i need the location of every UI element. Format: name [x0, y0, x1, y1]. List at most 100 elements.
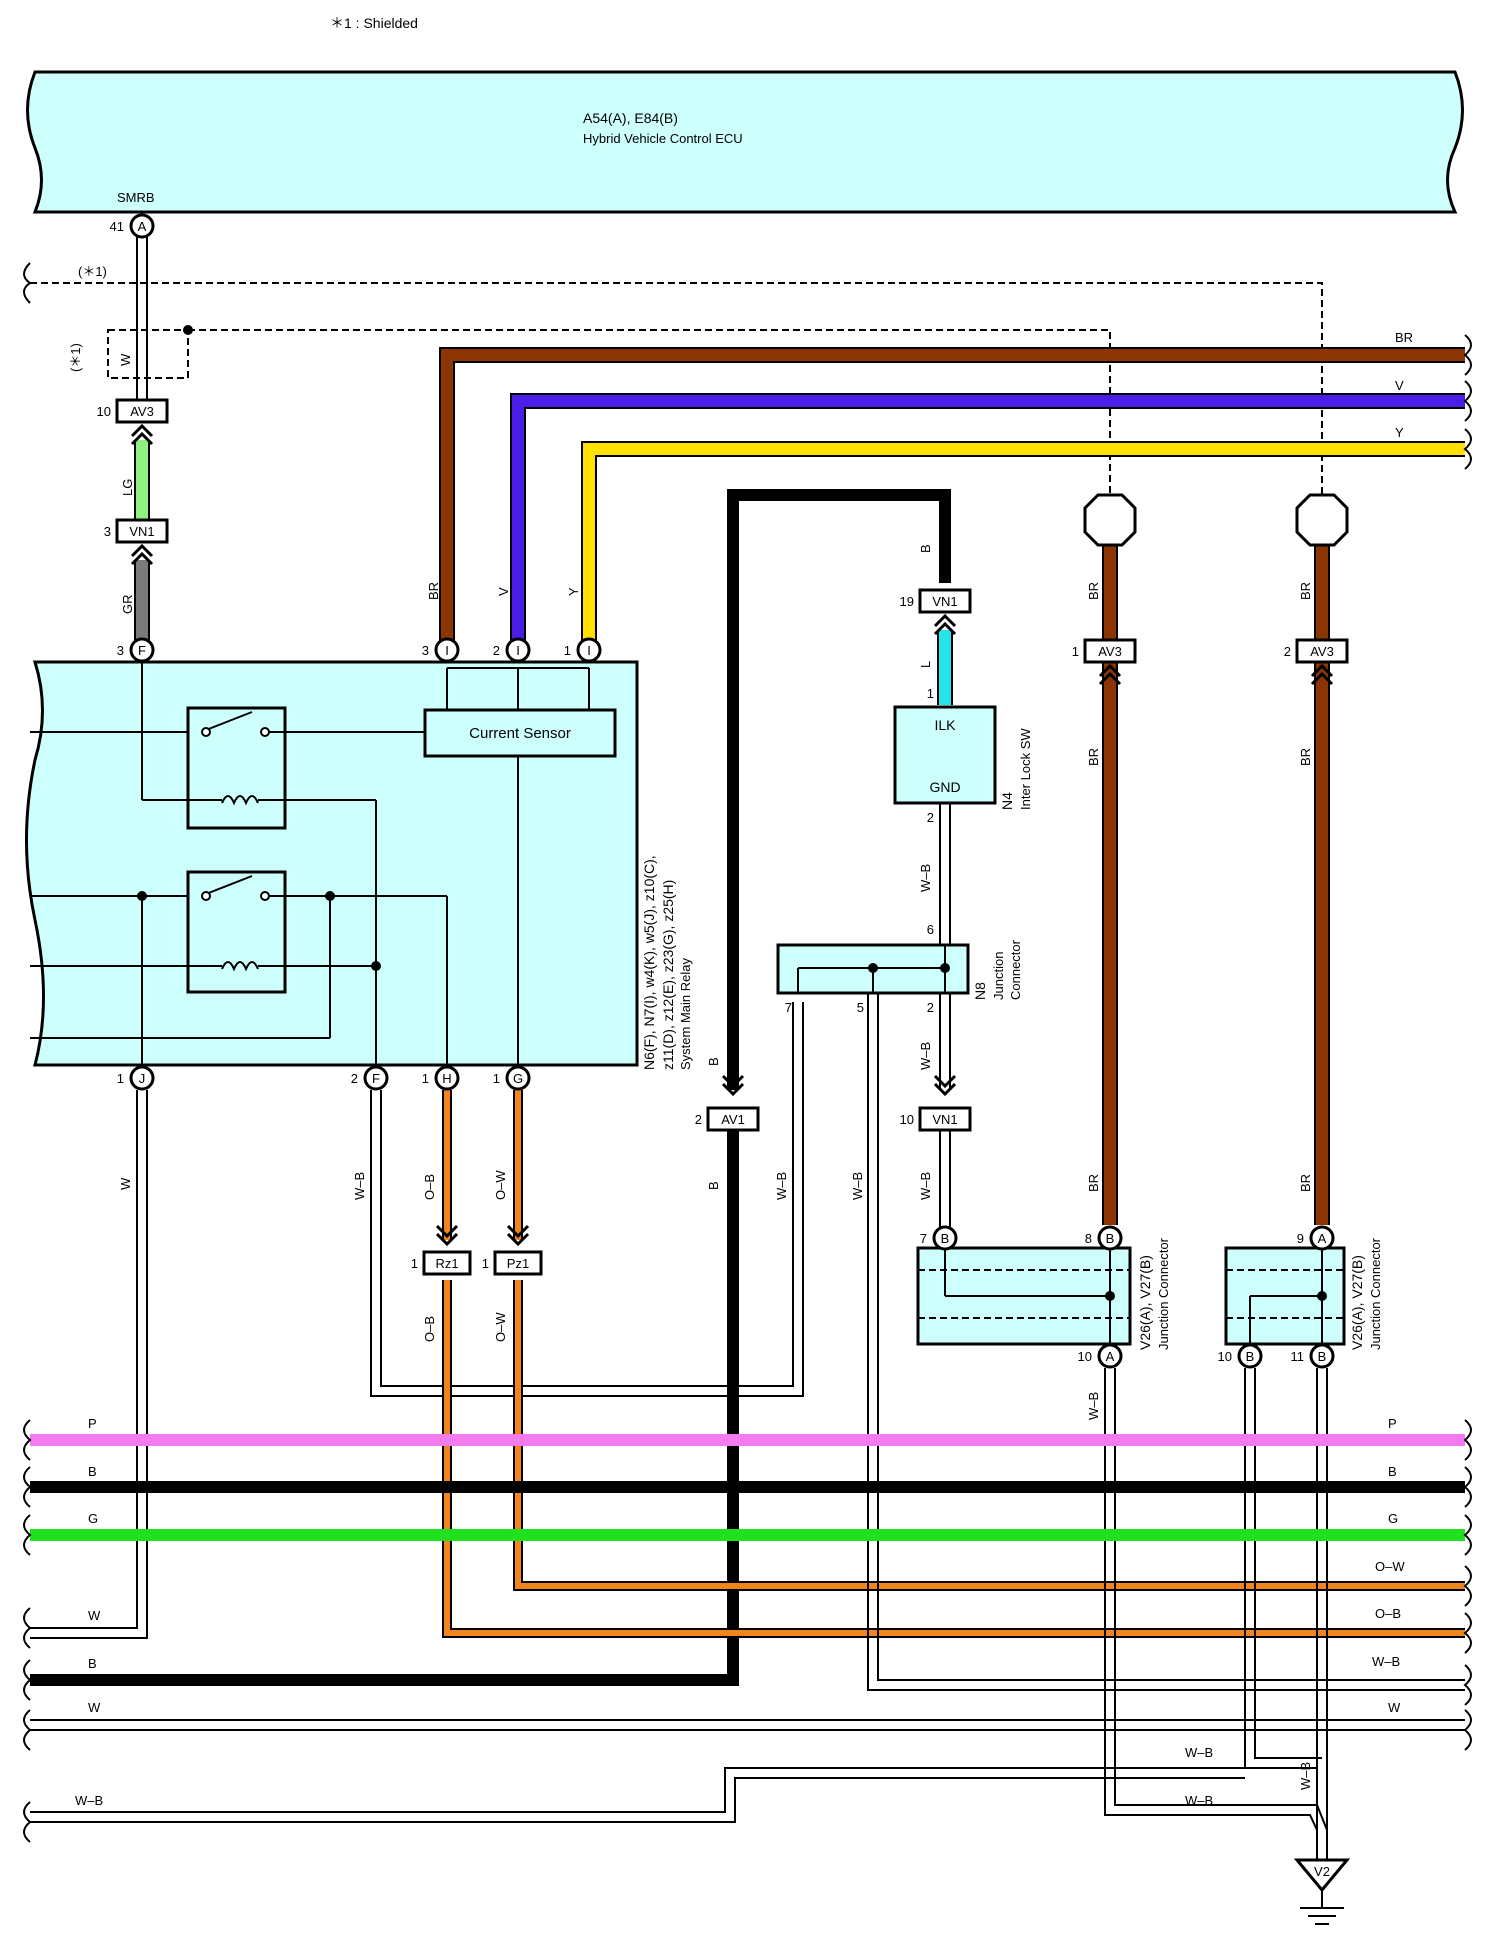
label-wb-right: W–B — [1372, 1654, 1400, 1669]
av3-2-pin: 2 — [1284, 644, 1291, 659]
label-br-r2c: BR — [1298, 1174, 1313, 1192]
label-b-lower-left: B — [88, 1656, 97, 1671]
label-wb-ilk: W–B — [918, 864, 933, 892]
relay-top-pin-4: 1 — [564, 643, 571, 658]
v26b-code: V26(A), V27(B) — [1349, 1255, 1365, 1350]
relay-1-coil — [221, 795, 259, 806]
label-wb-n8-5: W–B — [850, 1172, 865, 1200]
label-br-r2b: BR — [1298, 748, 1313, 766]
rz1-pin: 1 — [411, 1256, 418, 1271]
shield-junction-dot — [183, 325, 193, 335]
av3-1-pin: 1 — [1072, 644, 1079, 659]
label-wb-v26a: W–B — [1086, 1392, 1101, 1420]
label-l: L — [918, 661, 933, 668]
ecu-pin-conn: A — [138, 219, 147, 234]
relay-1 — [186, 706, 287, 830]
pz1-pin: 1 — [482, 1256, 489, 1271]
label-w-left: W — [88, 1700, 101, 1715]
relay-top-conn-3: I — [516, 643, 520, 658]
wire-br — [441, 349, 1465, 650]
ilk-pin-top: 1 — [927, 686, 934, 701]
label-b-left: B — [88, 1464, 97, 1479]
v26a-conn7: B — [941, 1231, 950, 1246]
relay-top-conn-4: I — [587, 643, 591, 658]
label-ob-lower: O–B — [422, 1316, 437, 1342]
label-br: BR — [1395, 330, 1413, 345]
ecu-code: A54(A), E84(B) — [583, 110, 678, 126]
v26a-conn10: A — [1106, 1349, 1115, 1364]
label-wb-left: W–B — [75, 1793, 103, 1808]
label-wb-v26a-lower: W–B — [1185, 1793, 1213, 1808]
n8-name2: Connector — [1008, 939, 1023, 1000]
label-w-relay: W — [118, 1177, 133, 1190]
ground-code: V2 — [1314, 1864, 1330, 1879]
label-y: Y — [1395, 425, 1404, 440]
pin-circles — [129, 213, 1335, 1369]
label-gr: GR — [120, 595, 135, 615]
label-y-vert: Y — [566, 587, 581, 596]
label-wb-n8-2: W–B — [918, 1042, 933, 1070]
av1-code: AV1 — [721, 1112, 745, 1127]
v26b-conn10: B — [1246, 1349, 1255, 1364]
n8-pin2: 2 — [927, 1000, 934, 1015]
relay-top-pin-2: 3 — [422, 643, 429, 658]
v26b-pin11: 11 — [1291, 1349, 1305, 1364]
relay-codes-line2: z11(D), z12(E), z23(G), z25(H) — [660, 880, 676, 1070]
v26b-pin10: 10 — [1218, 1349, 1232, 1364]
shield-label-box: (＊1) — [68, 343, 83, 372]
connector-rz1 — [422, 1224, 472, 1276]
relay-bot-pin-1: 1 — [117, 1071, 124, 1086]
ilk-bottom: GND — [929, 779, 960, 795]
connector-av3-left — [115, 398, 169, 446]
wire-b-thick-lower — [30, 1130, 739, 1686]
connector-av1 — [706, 1074, 760, 1132]
current-sensor-label: Current Sensor — [469, 725, 571, 742]
label-p-left: P — [88, 1416, 97, 1431]
label-br-r1b: BR — [1086, 748, 1101, 766]
ecu-box — [26, 70, 1464, 214]
relay-1-contact — [201, 711, 270, 737]
connector-vn1-10 — [918, 1074, 972, 1132]
v26a-pin7: 7 — [920, 1231, 927, 1246]
label-wb-vn1-10: W–B — [918, 1172, 933, 1200]
relay-2 — [186, 870, 287, 994]
ilk-pin-bottom: 2 — [927, 810, 934, 825]
bus-w — [30, 1719, 1465, 1731]
ecu-w-wire — [136, 236, 148, 400]
ecu-pin-label: SMRB — [117, 190, 155, 205]
n8-pin6: 6 — [927, 922, 934, 937]
ilk-top: ILK — [934, 717, 956, 733]
label-lg: LG — [120, 479, 135, 496]
v26b-pin9: 9 — [1297, 1231, 1304, 1246]
relay-node-3 — [371, 961, 381, 971]
n8-name1: Junction — [991, 952, 1006, 1000]
relay-bot-conn-1: J — [139, 1071, 146, 1086]
n8-pin2-wire — [939, 993, 951, 1230]
label-v: V — [1395, 378, 1404, 393]
pz1-code: Pz1 — [507, 1256, 529, 1271]
relay-bot-conn-3: H — [442, 1071, 451, 1086]
n8-node-2 — [940, 963, 950, 973]
relay-node-2 — [325, 891, 335, 901]
wire-ow-lower — [515, 1280, 1465, 1589]
label-br-r2a: BR — [1298, 582, 1313, 600]
ground-triangle — [1293, 1858, 1351, 1893]
label-ow-upper: O–W — [493, 1170, 508, 1200]
connector-av3-2 — [1295, 638, 1349, 686]
wire-y — [583, 443, 1465, 650]
current-sensor-box — [423, 708, 617, 758]
relay-top-pin-1: 3 — [117, 643, 124, 658]
label-wb-ground: W–B — [1298, 1762, 1313, 1790]
relay-top-pin-3: 2 — [493, 643, 500, 658]
v26b-conn11: B — [1318, 1349, 1327, 1364]
ecu-name: Hybrid Vehicle Control ECU — [583, 131, 743, 146]
vn1-10-pin: 10 — [900, 1112, 914, 1127]
relay-2-contact — [201, 875, 270, 901]
label-ow-right: O–W — [1375, 1559, 1405, 1574]
connector-vn1-left — [115, 518, 169, 566]
label-br-vert: BR — [426, 582, 441, 600]
ilk-switch-box — [893, 705, 997, 805]
relay-box — [25, 660, 639, 1067]
v26-lower-wires — [1104, 1368, 1328, 1860]
